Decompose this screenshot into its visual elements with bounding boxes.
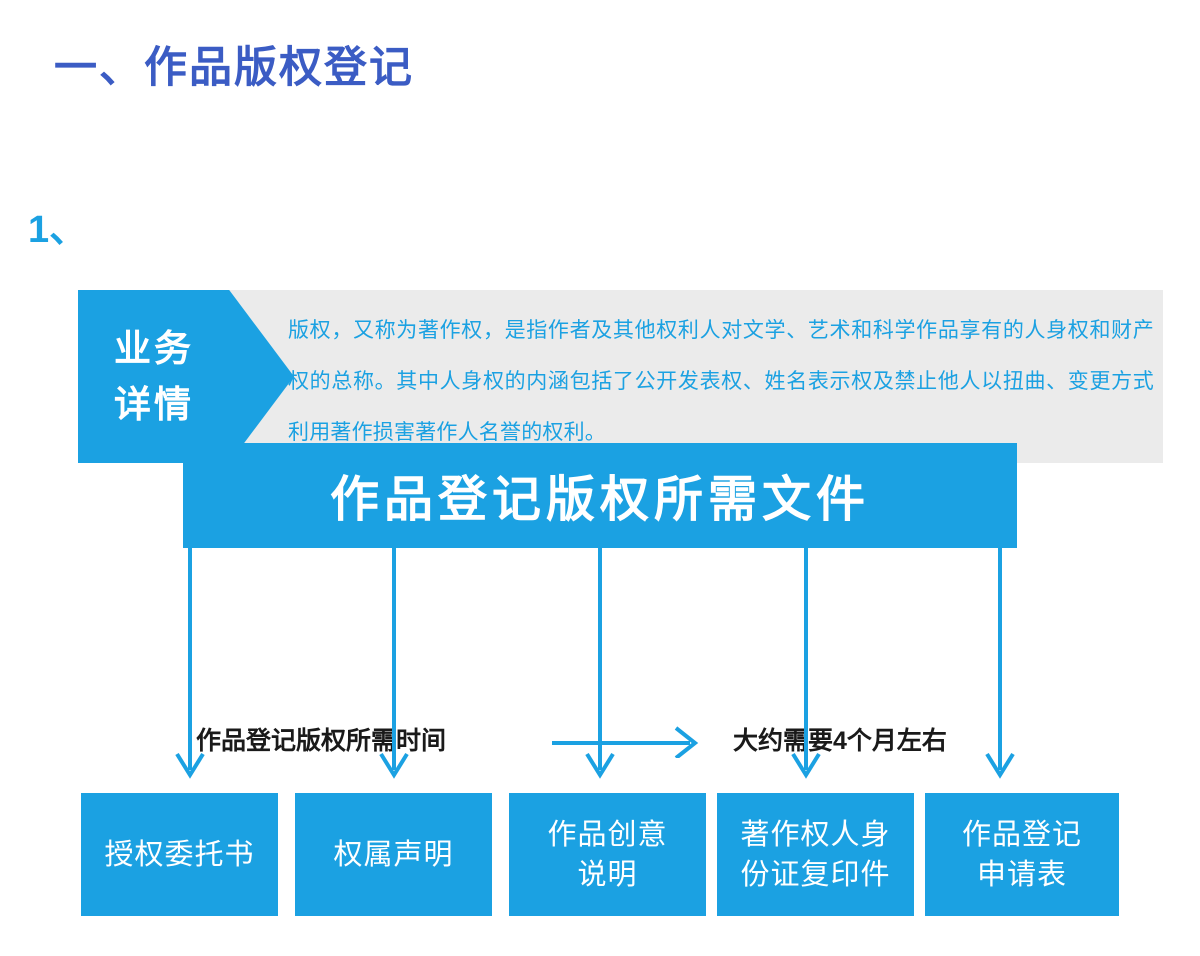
document-box-1[interactable]: 授权委托书 [81,793,278,916]
document-boxes-group: 授权委托书 权属声明 作品创意 说明 著作权人身 份证复印件 作品登记 申请表 [81,793,1119,916]
document-box-5[interactable]: 作品登记 申请表 [925,793,1119,916]
required-documents-banner: 作品登记版权所需文件 [183,443,1017,548]
document-box-2[interactable]: 权属声明 [295,793,492,916]
connector-arrow-2 [379,548,409,779]
detail-badge-label: 业务 详情 [78,290,230,463]
detail-gray-panel [200,290,1163,463]
arrow-right-icon [552,726,699,758]
detail-item-number: 1、 [28,209,88,251]
document-box-4[interactable]: 著作权人身 份证复印件 [717,793,914,916]
duration-row: 作品登记版权所需时间 大约需要4个月左右 [0,360,1200,758]
connector-arrow-3 [585,548,615,779]
detail-badge-line-2: 详情 [114,383,194,425]
connector-arrows-group [175,548,1015,779]
duration-label: 作品登记版权所需时间 [196,727,447,755]
document-box-3[interactable]: 作品创意 说明 [509,793,706,916]
connector-arrow-4 [791,548,821,779]
detail-body-text: 版权，又称为著作权，是指作者及其他权利人对文学、艺术和科学作品享有的人身权和财产… [288,319,1154,444]
duration-value: 大约需要4个月左右 [733,727,947,755]
connector-arrow-1 [175,548,205,779]
detail-badge-line-1: 业务 [114,327,194,369]
business-detail-section: 业务 详情 版权，又称为著作权，是指作者及其他权利人对文学、艺术和科学作品享有的… [0,145,1200,463]
connector-arrow-5 [985,548,1015,779]
page-title: 一、作品版权登记 [54,44,414,92]
